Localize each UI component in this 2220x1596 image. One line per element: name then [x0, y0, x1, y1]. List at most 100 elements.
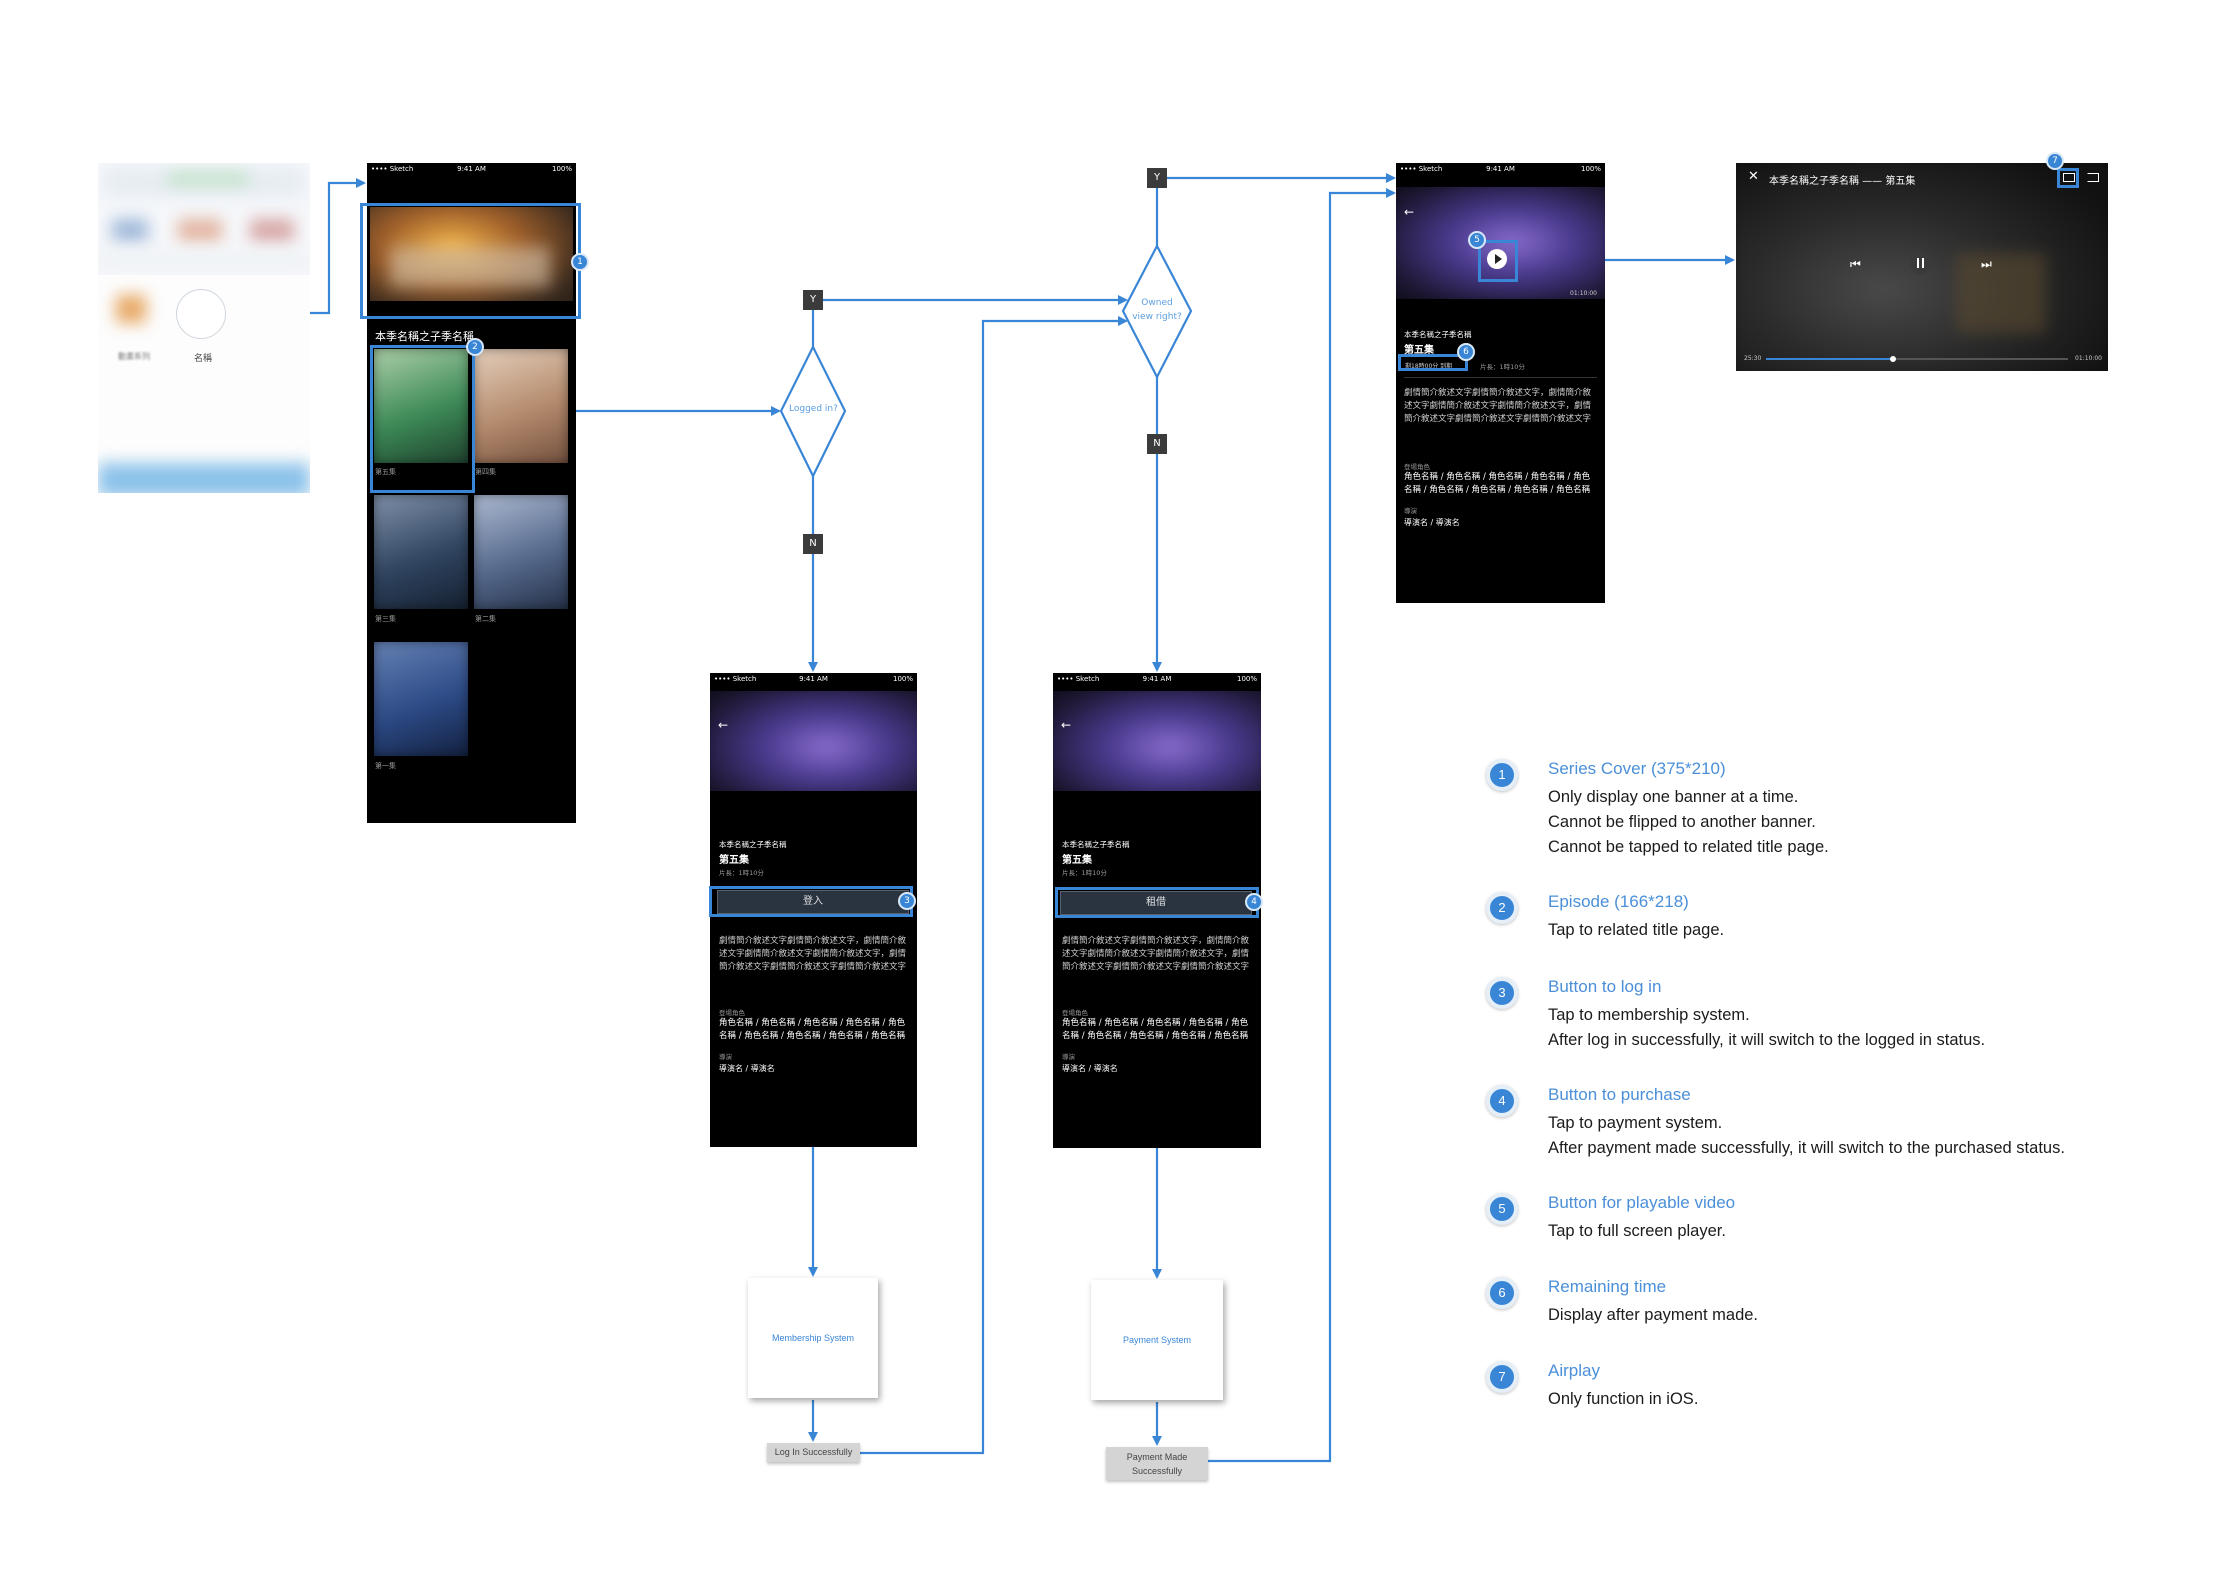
badge-7: 7 [2046, 152, 2064, 170]
status-battery: 100% [892, 675, 913, 683]
detail-director-label: 導演 [1404, 507, 1417, 515]
legend-title: Button for playable video [1548, 1193, 1736, 1212]
highlight-login-button [709, 886, 913, 917]
detail-synopsis: 劇情簡介敘述文字劇情簡介敘述文字，劇情簡介敘述文字劇情簡介敘述文字劇情簡介敘述文… [719, 936, 907, 972]
detail-cover [1053, 691, 1261, 791]
detail-director: 導演名 / 導演名 [1404, 518, 1460, 527]
detail-length: 片長：1時10分 [1062, 869, 1107, 877]
episode-card-3[interactable] [374, 495, 468, 609]
highlight-episode [370, 345, 475, 493]
status-carrier: •••• Sketch [1057, 675, 1100, 683]
back-arrow-icon[interactable]: ← [1061, 718, 1072, 732]
status-carrier: •••• Sketch [371, 165, 414, 173]
membership-system-box[interactable]: Membership System [748, 1278, 878, 1398]
connector-payment-ok-detail [1208, 188, 1396, 1463]
detail-screen-rent: •••• Sketch 9:41 AM 100% ← 本季名稱之子季名稱 第五集… [1053, 673, 1261, 1148]
divider [1404, 377, 1597, 378]
previous-icon[interactable]: ⏮ [1850, 257, 1861, 271]
episode-label-3: 第三集 [375, 615, 396, 623]
legend-description: Tap to membership system.After log in su… [1548, 1003, 1985, 1053]
progress-track[interactable] [1766, 356, 2068, 362]
legend-title: Airplay [1548, 1361, 1600, 1380]
legend-number: 6 [1486, 1277, 1518, 1309]
detail-cast: 角色名稱 / 角色名稱 / 角色名稱 / 角色名稱 / 角色名稱 / 角色名稱 … [1062, 1018, 1249, 1041]
legend-title: Button to purchase [1548, 1085, 1691, 1104]
decision-owned-label: Owned view right? [1132, 298, 1182, 322]
detail-director-label: 導演 [719, 1053, 732, 1061]
fullscreen-player: ✕ 本季名稱之子季名稱 —— 第五集 ⏮ ⏭ 25:30 01:10:00 [1736, 163, 2108, 371]
pause-icon[interactable] [1910, 252, 1932, 274]
detail-screen-playable: •••• Sketch 9:41 AM 100% ← 01:10:00 本季名稱… [1396, 163, 1605, 603]
detail-length: 片長：1時10分 [719, 869, 764, 877]
status-bar: •••• Sketch 9:41 AM 100% [1396, 163, 1605, 177]
legend-number: 1 [1486, 759, 1518, 791]
airplay-icon[interactable] [2063, 173, 2075, 182]
no-label-logged-in: N [803, 534, 823, 554]
cast-icon[interactable] [2087, 173, 2099, 182]
no-label-owned: N [1147, 434, 1167, 454]
legend-description: Only function in iOS. [1548, 1387, 1698, 1412]
status-carrier: •••• Sketch [714, 675, 757, 683]
highlight-series-cover [360, 203, 581, 319]
badge-6: 6 [1457, 343, 1475, 361]
status-battery: 100% [1580, 165, 1601, 173]
highlight-remaining-time [1398, 354, 1468, 371]
episode-card-4[interactable] [474, 349, 568, 463]
series-screen: •••• Sketch 9:41 AM 100% 本季名稱之子季名稱 第五集 第… [367, 163, 576, 823]
legend-line: Tap to payment system. [1548, 1114, 1723, 1132]
close-icon[interactable]: ✕ [1748, 169, 1759, 184]
yes-label-owned: Y [1147, 168, 1167, 188]
legend-line: Tap to full screen player. [1548, 1222, 1726, 1240]
yes-label-logged-in: Y [803, 290, 823, 310]
episode-label-2: 第二集 [475, 615, 496, 623]
back-arrow-icon[interactable]: ← [1404, 205, 1415, 219]
status-bar: •••• Sketch 9:41 AM 100% [710, 673, 917, 687]
status-bar: •••• Sketch 9:41 AM 100% [1053, 673, 1261, 687]
rent-button[interactable]: 租借 [1060, 891, 1252, 915]
legend-number: 4 [1486, 1085, 1518, 1117]
home-tabbar-blur [98, 463, 310, 493]
series-cover-banner [370, 207, 573, 301]
home-logo-blur [168, 173, 248, 185]
back-arrow-icon[interactable]: ← [718, 718, 729, 732]
badge-5: 5 [1468, 231, 1486, 249]
decision-logged-in-shape [779, 344, 847, 479]
legend-number: 7 [1486, 1361, 1518, 1393]
detail-length: 片長：1時10分 [1480, 363, 1525, 371]
detail-cast-label: 登場角色 [1062, 1009, 1088, 1017]
status-time: 9:41 AM [799, 675, 828, 683]
highlight-rent-button [1055, 887, 1259, 918]
episode-card-5[interactable] [374, 349, 468, 463]
play-icon[interactable] [1487, 249, 1507, 269]
home-category-circle[interactable] [176, 289, 226, 339]
detail-synopsis: 劇情簡介敘述文字劇情簡介敘述文字，劇情簡介敘述文字劇情簡介敘述文字劇情簡介敘述文… [1404, 388, 1592, 424]
payment-system-box[interactable]: Payment System [1091, 1280, 1223, 1400]
legend-line: After payment made successfully, it will… [1548, 1139, 2065, 1157]
legend-line: Only display one banner at a time. [1548, 788, 1799, 806]
legend-line: Cannot be flipped to another banner. [1548, 813, 1816, 831]
badge-2: 2 [466, 338, 484, 356]
connector-logged-in-yes [811, 295, 1128, 347]
legend-title: Episode (166*218) [1548, 892, 1689, 911]
status-time: 9:41 AM [1486, 165, 1515, 173]
legend-line: Tap to membership system. [1548, 1006, 1750, 1024]
badge-1: 1 [571, 253, 589, 271]
legend-line: Cannot be tapped to related title page. [1548, 838, 1829, 856]
legend-line: Only function in iOS. [1548, 1390, 1699, 1408]
progress-knob[interactable] [1889, 356, 1896, 362]
detail-series-name: 本季名稱之子季名稱 [1062, 840, 1130, 849]
episode-card-2[interactable] [474, 495, 568, 609]
highlight-airplay [2057, 168, 2079, 188]
status-carrier: •••• Sketch [1400, 165, 1443, 173]
legend-line: Tap to related title page. [1548, 921, 1725, 939]
next-icon[interactable]: ⏭ [1981, 257, 1992, 271]
detail-episode: 第五集 [1062, 855, 1092, 866]
legend-title: Remaining time [1548, 1277, 1667, 1296]
episode-card-1[interactable] [374, 642, 468, 756]
detail-duration: 01:10:00 [1570, 290, 1597, 297]
